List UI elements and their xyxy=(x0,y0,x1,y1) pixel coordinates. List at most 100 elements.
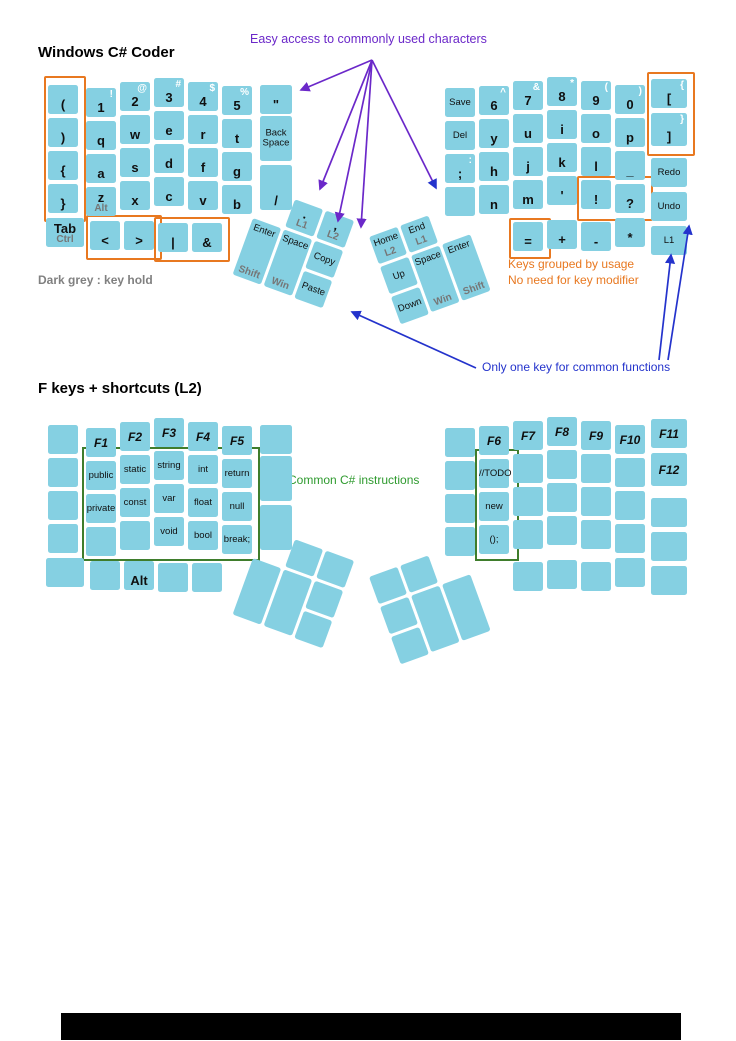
key-f8: F8 xyxy=(547,417,577,446)
key-6: 6^ xyxy=(479,86,509,115)
key-blank xyxy=(90,561,120,590)
key-blank xyxy=(513,562,543,591)
key-blank xyxy=(48,458,78,487)
key-blank xyxy=(651,532,687,561)
key-new: new xyxy=(479,492,509,521)
key-d: d xyxy=(154,144,184,173)
key-q: q xyxy=(86,121,116,150)
key-8: 8* xyxy=(547,77,577,106)
key-static: static xyxy=(120,455,150,484)
key-f2: F2 xyxy=(120,422,150,451)
key-blank xyxy=(581,562,611,591)
key-r: r xyxy=(188,115,218,144)
key-b: b xyxy=(222,185,252,214)
key-bracket-close: ]} xyxy=(651,113,687,146)
key-4: 4$ xyxy=(188,82,218,111)
one-key-annotation: Only one key for common functions xyxy=(482,360,671,374)
key-f: f xyxy=(188,148,218,177)
key-brace-close: } xyxy=(48,184,78,213)
key-blank xyxy=(615,524,645,553)
easy-access-annotation: Easy access to commonly used characters xyxy=(250,32,487,46)
key-blank xyxy=(547,516,577,545)
key-blank xyxy=(445,461,475,490)
key-o: o xyxy=(581,114,611,143)
key-f6: F6 xyxy=(479,426,509,455)
key-m: m xyxy=(513,180,543,209)
thumb-cluster xyxy=(369,543,496,667)
key-float: float xyxy=(188,488,218,517)
key-blank xyxy=(581,520,611,549)
key-minus: - xyxy=(581,222,611,251)
key-c: c xyxy=(154,177,184,206)
key-save: Save xyxy=(445,88,475,117)
key-less-than: < xyxy=(90,221,120,250)
key-i: i xyxy=(547,110,577,139)
key-private: private xyxy=(86,494,116,523)
grouped-annotation-line2: No need for key modifier xyxy=(508,273,639,287)
key-y: y xyxy=(479,119,509,148)
green-highlight-box xyxy=(82,447,260,561)
key-const: const xyxy=(120,488,150,517)
key-f3: F3 xyxy=(154,418,184,447)
key-blank xyxy=(260,456,292,501)
key-slash: / xyxy=(260,165,292,210)
key-1: 1! xyxy=(86,88,116,117)
key-alt: Alt xyxy=(124,561,154,590)
key-blank xyxy=(615,458,645,487)
key-l: l xyxy=(581,147,611,176)
key-blank xyxy=(192,563,222,592)
key-blank xyxy=(547,560,577,589)
key-blank xyxy=(390,626,429,665)
key-5: 5% xyxy=(222,86,252,115)
key-blank xyxy=(48,524,78,553)
key-n: n xyxy=(479,185,509,214)
key-blank xyxy=(445,428,475,457)
key-k: k xyxy=(547,143,577,172)
key-bracket-open: [{ xyxy=(651,79,687,108)
key-brace-open: { xyxy=(48,151,78,180)
key-t: t xyxy=(222,119,252,148)
key-greater-than: > xyxy=(124,221,154,250)
key-blank xyxy=(46,558,84,587)
key-7: 7& xyxy=(513,81,543,110)
key-var: var xyxy=(154,484,184,513)
key-p: p xyxy=(615,118,645,147)
key-blank xyxy=(513,520,543,549)
orange-highlight-box xyxy=(647,72,695,156)
key-blank xyxy=(260,425,292,454)
key-w: w xyxy=(120,115,150,144)
key-public: public xyxy=(86,461,116,490)
layer1-title: Windows C# Coder xyxy=(38,44,175,61)
key-blank xyxy=(120,521,150,550)
key-blank xyxy=(513,487,543,516)
key-blank xyxy=(581,454,611,483)
key-v: v xyxy=(188,181,218,210)
key-blank xyxy=(445,494,475,523)
key-void: void xyxy=(154,517,184,546)
key-todo-comment: //TODO xyxy=(479,459,512,488)
key-e: e xyxy=(154,111,184,140)
key-blank xyxy=(294,610,333,649)
key-paren-open: ( xyxy=(48,85,78,114)
key-break: break; xyxy=(222,525,252,554)
key-apostrophe: ' xyxy=(547,176,577,205)
orange-highlight-box xyxy=(154,217,230,262)
key-3: 3# xyxy=(154,78,184,107)
key-blank xyxy=(445,527,475,556)
key-2: 2@ xyxy=(120,82,150,111)
key-blank xyxy=(547,450,577,479)
key-undo: Undo xyxy=(651,192,687,221)
footer-bar xyxy=(61,1013,681,1040)
layer2-title: F keys + shortcuts (L2) xyxy=(38,380,202,397)
key-blank xyxy=(86,527,116,556)
key-null: null xyxy=(222,492,252,521)
key-f1: F1 xyxy=(86,428,116,457)
key-string: string xyxy=(154,451,184,480)
key-h: h xyxy=(479,152,509,181)
key-parens-semicolon: (); xyxy=(479,525,509,554)
key-l1: L1 xyxy=(651,226,687,255)
key-0: 0) xyxy=(615,85,645,114)
